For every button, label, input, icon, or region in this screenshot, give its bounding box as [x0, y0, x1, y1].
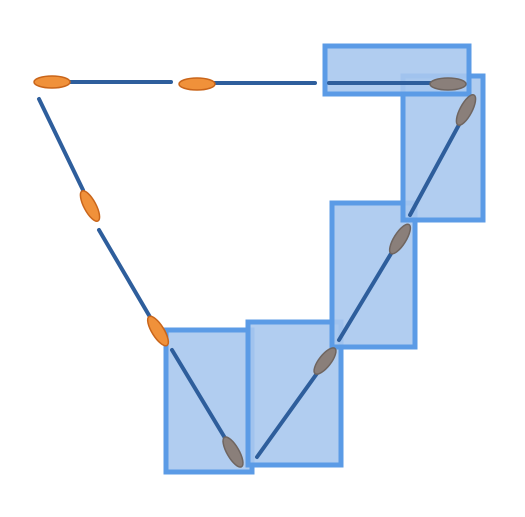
segment-left-2	[97, 228, 152, 319]
segment-left-1	[37, 97, 85, 192]
segment-right-1	[255, 370, 320, 459]
link-segments	[37, 80, 463, 459]
joint-node-left-1	[79, 189, 101, 223]
joint-node-right-1	[313, 347, 337, 375]
segment-right-3	[408, 119, 463, 217]
joint-node-top-middle	[178, 77, 216, 91]
joint-node-right-3	[455, 93, 477, 127]
highlight-box-1	[163, 327, 255, 475]
joint-node-left-2	[146, 315, 170, 347]
highlight-box-3	[329, 200, 418, 350]
joint-node-top-left	[33, 75, 71, 89]
highlight-boxes	[163, 43, 486, 475]
segment-left-3	[170, 348, 227, 440]
joint-node-bottom	[222, 436, 244, 468]
joint-node-top-right	[429, 77, 467, 91]
joint-node-right-2	[388, 223, 412, 255]
joint-nodes	[33, 75, 477, 468]
segment-right-2	[337, 250, 394, 342]
highlight-box-2	[245, 319, 344, 468]
